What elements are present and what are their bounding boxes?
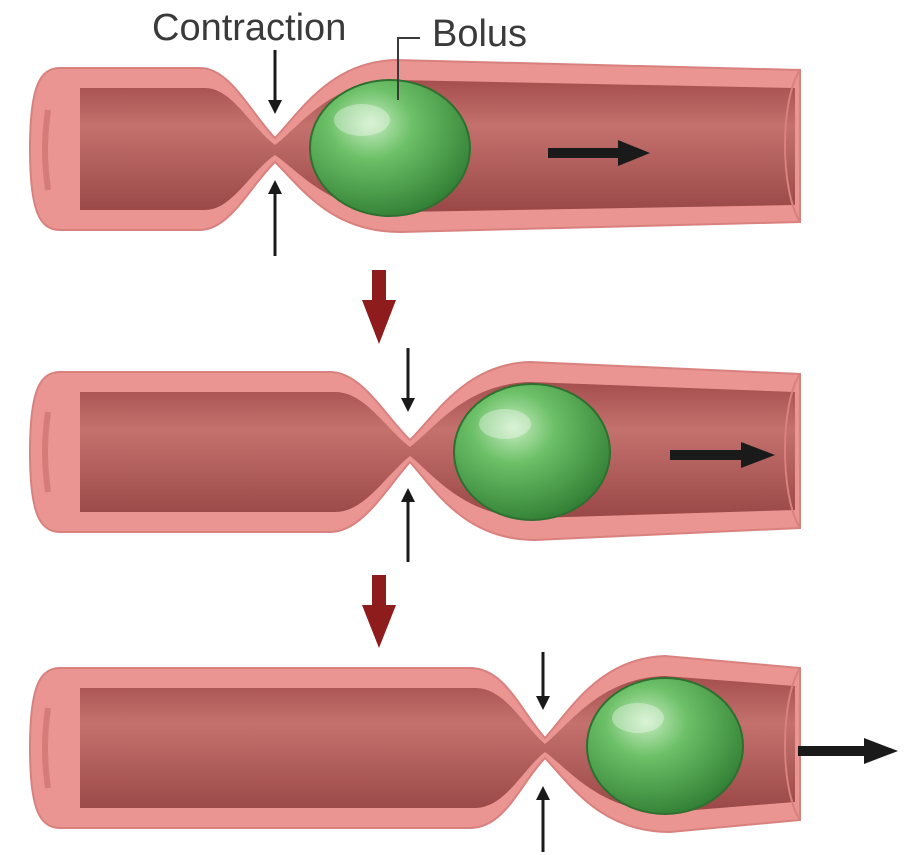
contraction-arrow-bottom [401,488,415,562]
stage-2 [30,348,800,562]
step-arrow-2 [362,575,396,648]
bolus [454,384,610,520]
contraction-arrow-top [536,652,550,710]
stage-3 [30,652,898,852]
contraction-arrow-bottom [268,180,282,256]
step-arrow-1 [362,270,396,344]
motion-arrow [798,738,898,764]
bolus-label: Bolus [432,13,527,55]
bolus [310,80,470,216]
contraction-arrow-bottom [536,786,550,852]
stage-1: Contraction Bolus [30,7,800,256]
bolus [587,678,743,814]
contraction-arrow-top [401,348,415,412]
contraction-arrow-top [268,50,282,114]
contraction-label: Contraction [152,7,346,49]
